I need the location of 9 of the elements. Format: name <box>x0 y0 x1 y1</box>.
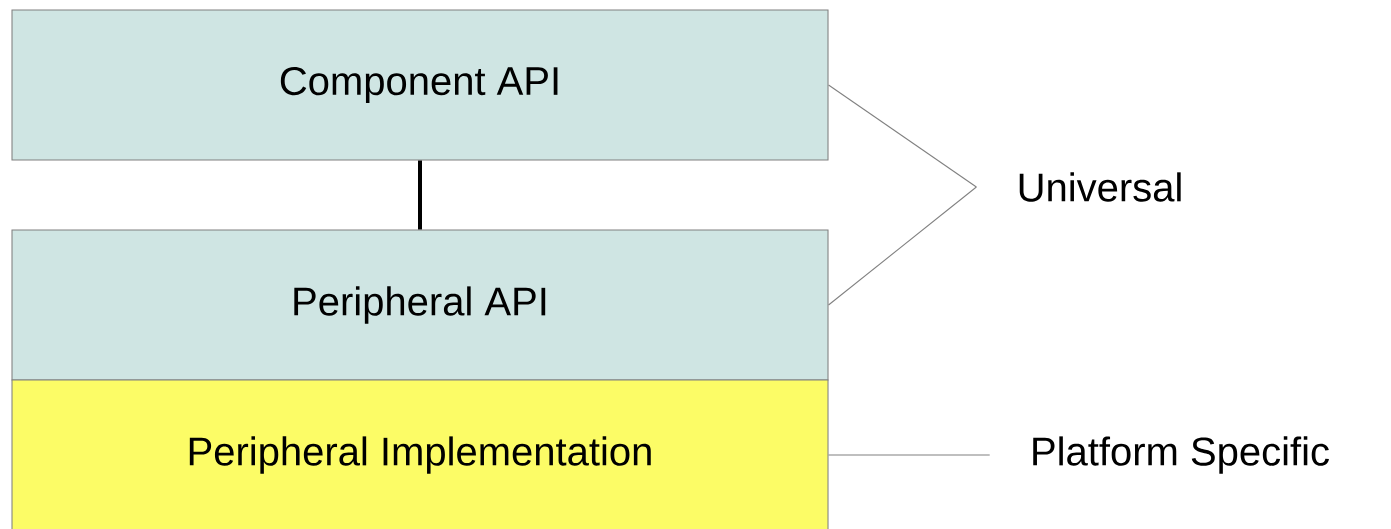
group-label: Platform Specific <box>1033 436 1329 474</box>
layer-box: Component API <box>11 9 829 161</box>
connector-line <box>418 160 422 230</box>
layer-box: Peripheral Implementation <box>11 379 829 529</box>
leader-line <box>828 454 991 456</box>
group-label: Universal <box>1019 172 1181 202</box>
leader-line <box>828 84 977 188</box>
leader-line <box>828 186 977 306</box>
layer-box: Peripheral API <box>11 229 829 381</box>
